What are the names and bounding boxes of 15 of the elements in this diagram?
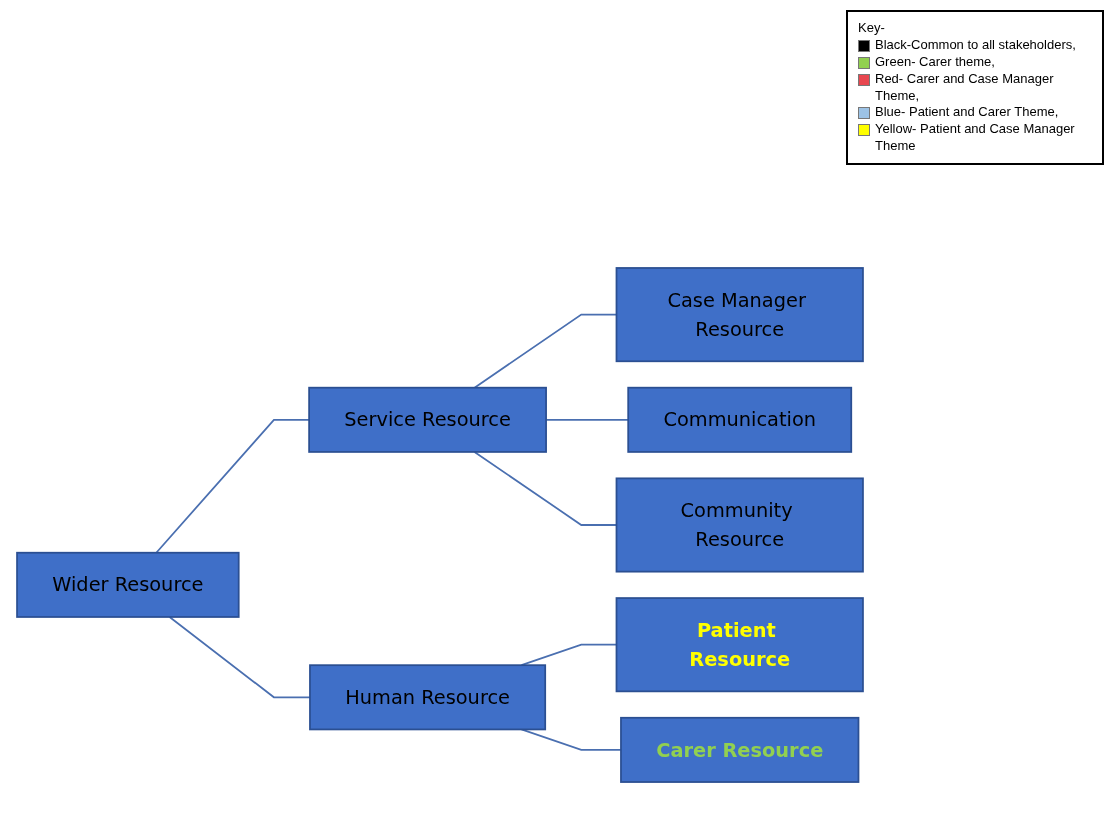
node-box: Community Resource bbox=[615, 477, 864, 573]
legend-text: Green- Carer theme, bbox=[875, 53, 995, 71]
legend-text: Red- Carer and Case Manager Theme, bbox=[875, 70, 1055, 105]
legend-text: Yellow- Patient and Case Manager Theme bbox=[875, 121, 1076, 156]
legend-text: Black-Common to all stakeholders, bbox=[875, 36, 1076, 54]
node-box: Carer Resource bbox=[620, 716, 860, 783]
node-box: Human Resource bbox=[309, 664, 547, 731]
node-box: Wider Resource bbox=[16, 551, 240, 618]
node-box: Patient Resource bbox=[615, 597, 864, 693]
legend-text: Blue- Patient and Carer Theme, bbox=[875, 104, 1059, 122]
legend-heading: Key- bbox=[858, 20, 886, 37]
node-box: Communication bbox=[627, 386, 853, 453]
node-box: Case Manager Resource bbox=[615, 267, 864, 363]
node-box: Service Resource bbox=[308, 386, 547, 453]
connector bbox=[155, 418, 310, 554]
